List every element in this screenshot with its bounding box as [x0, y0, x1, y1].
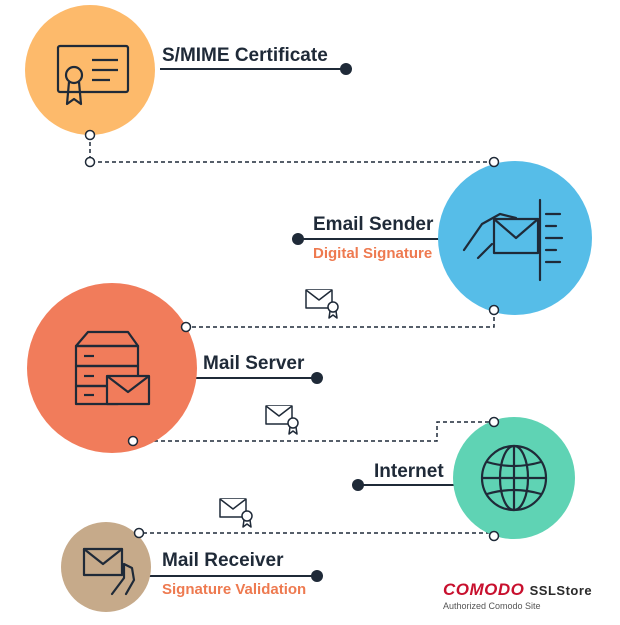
brand-logo: COMODO SSLStore Authorized Comodo Site: [443, 580, 618, 611]
step-title-sender: Email Sender: [313, 214, 434, 235]
brand-tagline: Authorized Comodo Site: [443, 601, 541, 611]
dot-open: [488, 416, 500, 428]
label-leaders: [148, 68, 456, 577]
certificate-circle: [25, 5, 155, 135]
dot-filled: [311, 570, 323, 582]
signed-envelope-icon: [265, 405, 299, 435]
server-envelope-icon: [74, 330, 151, 406]
hand-envelope-icon: [462, 198, 564, 282]
dot-filled: [311, 372, 323, 384]
globe-icon: [480, 444, 548, 512]
step-title-server: Mail Server: [203, 353, 305, 374]
dot-open: [488, 530, 500, 542]
dot-open: [133, 527, 145, 539]
server-circle: [27, 283, 197, 453]
connector-internet-to-receiver: [139, 532, 495, 536]
connector-sender-to-server: [186, 310, 495, 328]
brand-name: COMODO: [443, 580, 525, 599]
dot-open: [180, 321, 192, 333]
step-title-certificate: S/MIME Certificate: [162, 45, 328, 66]
connector-server-to-internet: [133, 421, 494, 442]
signed-envelope-icon: [219, 498, 253, 528]
step-subtitle-receiver: Signature Validation: [162, 581, 307, 598]
dot-open: [127, 435, 139, 447]
dot-filled: [292, 233, 304, 245]
leader-dots: [292, 63, 364, 582]
dot-open: [84, 156, 96, 168]
certificate-icon: [56, 44, 130, 106]
step-subtitle-sender: Digital Signature: [313, 245, 433, 262]
brand-wordmark: COMODO SSLStore: [443, 580, 592, 599]
signed-envelope-icon: [305, 289, 339, 319]
step-title-internet: Internet: [374, 461, 444, 482]
connector-cert-to-sender: [89, 135, 495, 170]
endpoint-dots: [84, 129, 500, 542]
dot-open: [488, 304, 500, 316]
step-title-receiver: Mail Receiver: [162, 550, 284, 571]
dot-filled: [352, 479, 364, 491]
hand-envelope-receive-icon: [82, 547, 136, 596]
dot-open: [488, 156, 500, 168]
dot-open: [84, 129, 96, 141]
brand-suffix: SSLStore: [529, 583, 593, 598]
dot-filled: [340, 63, 352, 75]
